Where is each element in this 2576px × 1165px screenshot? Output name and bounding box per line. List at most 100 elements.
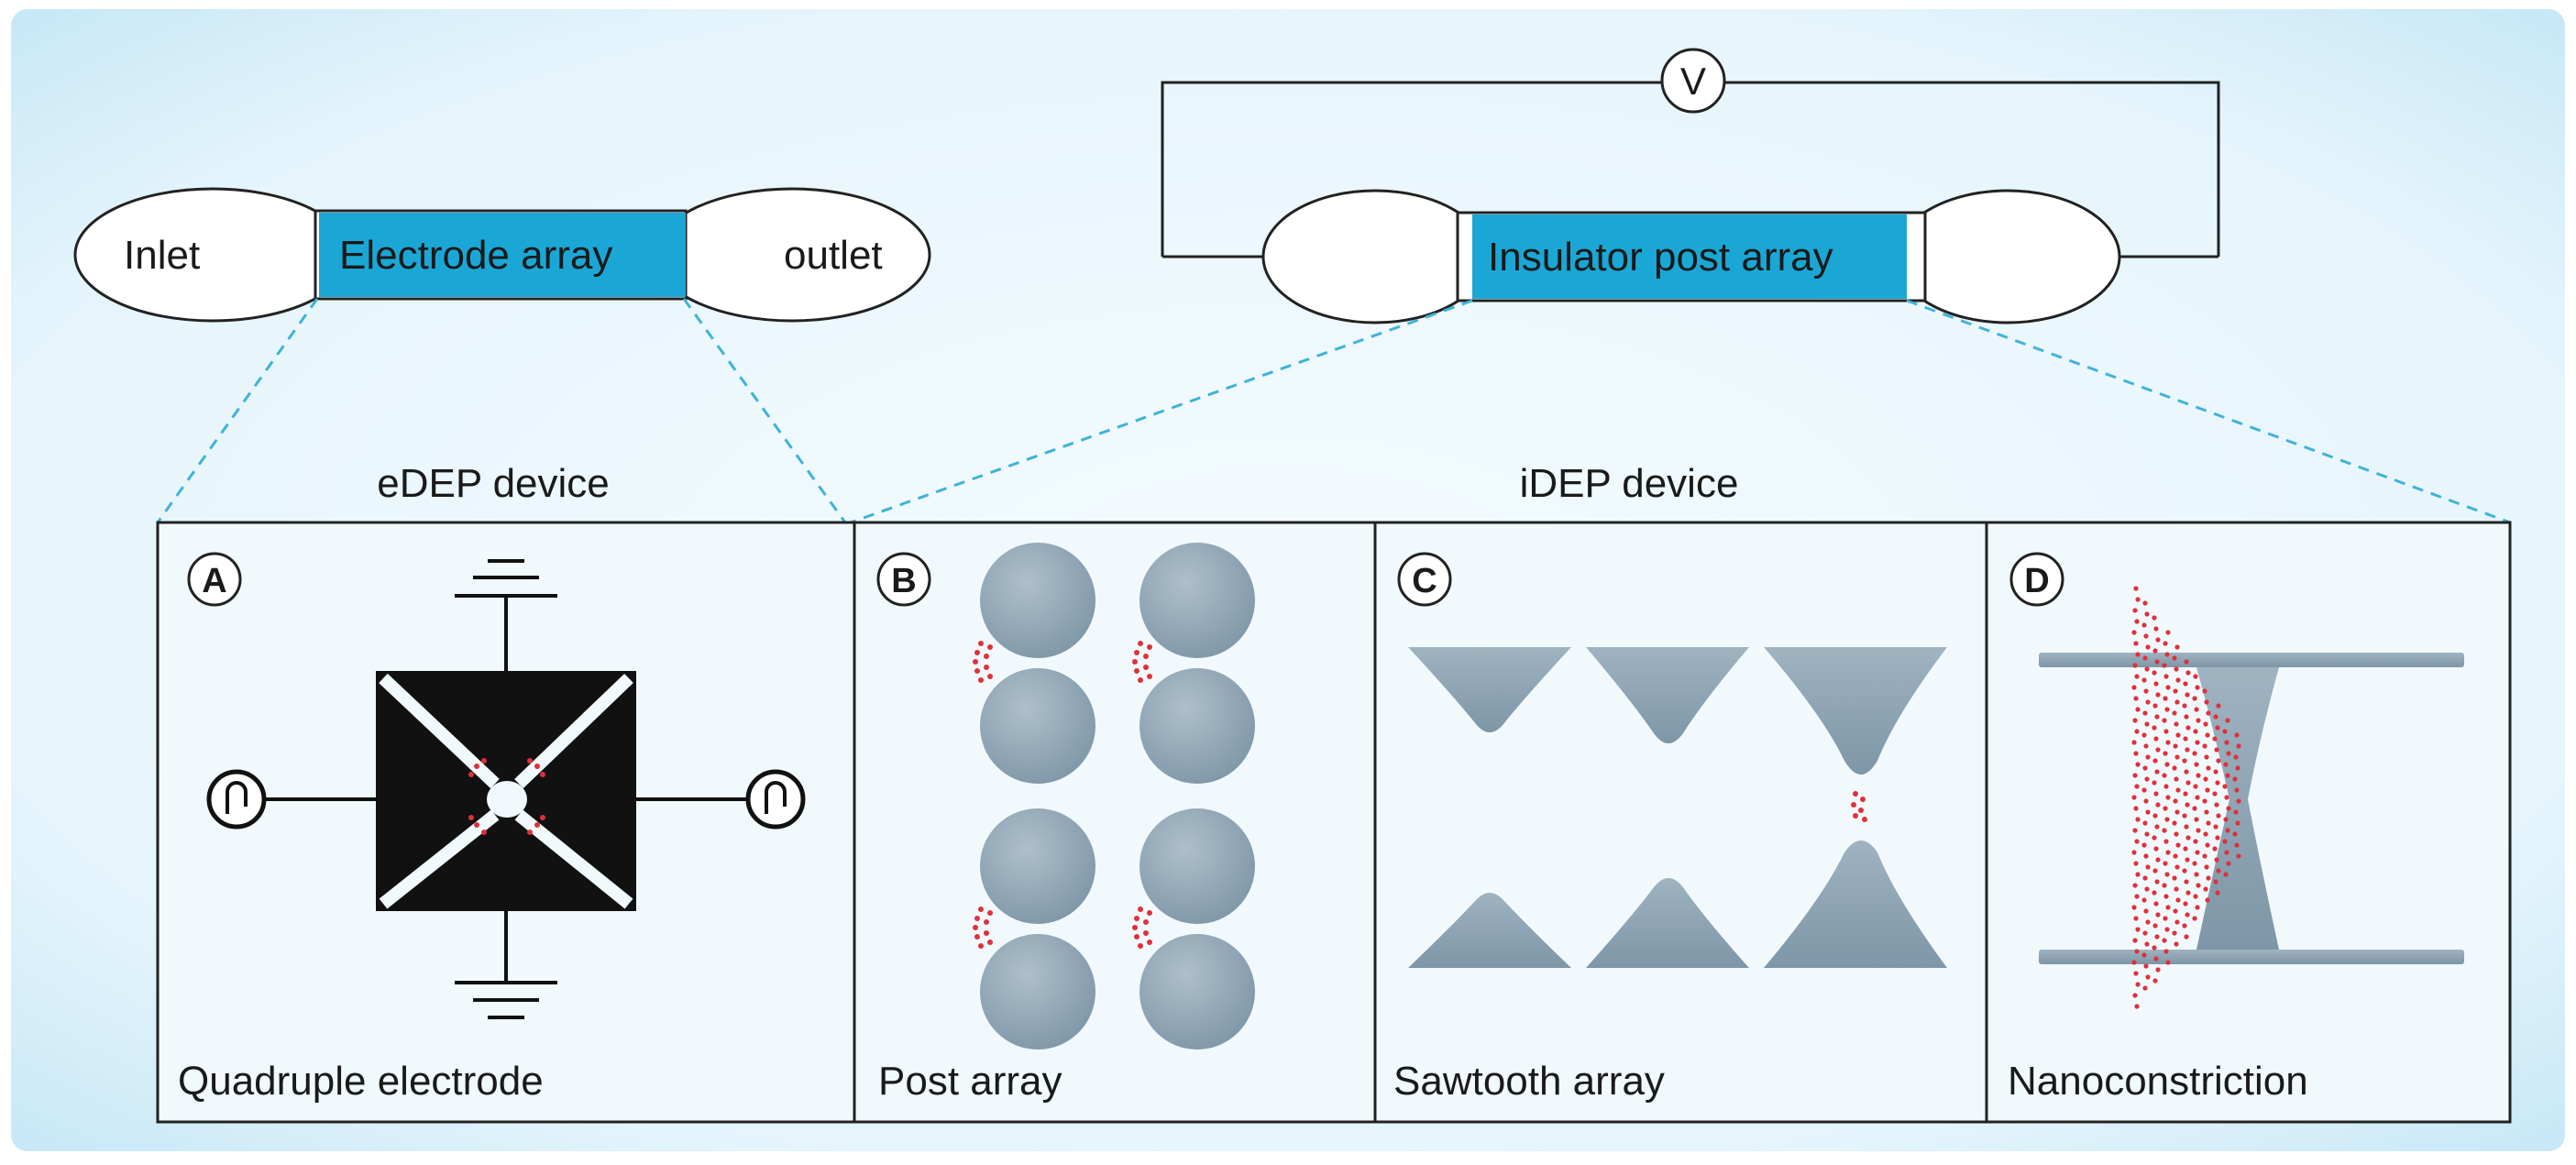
particle — [2135, 597, 2141, 602]
particle — [2236, 853, 2241, 859]
particle — [2133, 696, 2139, 701]
particle — [2172, 820, 2177, 826]
particle — [2214, 747, 2219, 753]
particle — [2194, 872, 2199, 877]
particle — [2141, 787, 2147, 793]
particle — [2185, 725, 2191, 731]
particle — [2152, 813, 2158, 819]
particle — [2165, 630, 2171, 635]
particle — [2196, 773, 2201, 778]
particle — [2135, 652, 2141, 657]
particle — [2131, 905, 2137, 910]
particle — [2132, 718, 2138, 723]
particle — [2144, 831, 2150, 837]
particle — [2173, 908, 2178, 914]
particle — [2144, 666, 2150, 672]
particle — [2165, 850, 2171, 855]
trapped-particles-c — [1851, 791, 1867, 822]
particle — [2205, 787, 2210, 793]
particle — [2133, 806, 2139, 811]
particle — [2131, 685, 2137, 690]
panel-c-letter: C — [1412, 562, 1437, 600]
particle — [2155, 802, 2161, 808]
particle — [2184, 879, 2189, 885]
particle — [2174, 941, 2179, 947]
particle — [2183, 791, 2188, 797]
particle — [2202, 853, 2207, 859]
particle — [2212, 846, 2218, 852]
particle — [2196, 883, 2201, 888]
particle — [2152, 923, 2158, 929]
panel-b-letter: B — [891, 562, 916, 600]
particle — [2184, 824, 2189, 830]
particle — [2172, 875, 2177, 881]
particle — [2162, 718, 2167, 723]
particle — [2173, 853, 2178, 859]
particle — [2183, 736, 2188, 742]
panel-a: A — [178, 552, 806, 1104]
electrode-array-region — [319, 213, 686, 297]
particle — [2202, 688, 2207, 694]
particle — [2154, 659, 2160, 665]
sawtooth-teeth — [1408, 647, 1947, 968]
particle — [2185, 670, 2191, 676]
particle — [2141, 732, 2147, 738]
insulator-post-array-region — [1472, 214, 1907, 299]
panel-b: B Post array — [876, 543, 1255, 1104]
particle — [2185, 890, 2191, 896]
particle — [2184, 934, 2189, 940]
particle — [2155, 637, 2161, 643]
particle — [2196, 828, 2201, 833]
particle — [2131, 960, 2137, 965]
particle — [2132, 883, 2138, 888]
particle — [2154, 824, 2160, 830]
particle — [2152, 648, 2158, 654]
particle — [2185, 912, 2190, 918]
particle — [2202, 798, 2207, 804]
particle — [2143, 743, 2149, 749]
particle — [2174, 864, 2180, 870]
particle — [2132, 608, 2138, 613]
particle — [2162, 938, 2167, 943]
particle — [2163, 839, 2169, 844]
particle — [2135, 982, 2141, 987]
particle — [2215, 835, 2220, 841]
particle — [2141, 952, 2147, 958]
particle — [2163, 949, 2169, 954]
particle — [2134, 729, 2140, 734]
particle — [2145, 864, 2151, 870]
particle — [2194, 817, 2199, 822]
particle — [2142, 655, 2148, 661]
ground-symbol-bottom — [455, 909, 557, 1019]
particle — [2182, 813, 2187, 819]
particle — [2134, 949, 2140, 954]
particle — [2175, 787, 2181, 793]
particle — [2222, 729, 2228, 734]
particle — [2135, 762, 2141, 767]
particle — [2152, 615, 2157, 621]
particle — [2182, 868, 2187, 874]
panel-a-caption: Quadruple electrode — [178, 1059, 544, 1104]
particle — [2164, 652, 2170, 657]
particle — [2175, 842, 2181, 848]
particle — [2222, 839, 2228, 844]
particle — [2133, 861, 2139, 866]
circuit-wire-left — [1161, 81, 1661, 257]
particle — [2155, 912, 2161, 918]
trapped-particles-d — [2131, 586, 2241, 1009]
particle — [2214, 802, 2219, 808]
particle — [2212, 736, 2218, 742]
particle — [2235, 765, 2240, 771]
particle — [2206, 765, 2211, 771]
particle — [2164, 762, 2170, 767]
particle — [2143, 633, 2149, 639]
particle — [2192, 861, 2197, 866]
panel-b-badge — [876, 552, 931, 607]
particle — [2185, 692, 2190, 698]
particle — [2174, 831, 2179, 837]
particle — [2133, 971, 2139, 976]
particle — [2133, 586, 2139, 591]
outlet-label: outlet — [784, 233, 883, 278]
particle — [2142, 985, 2148, 991]
